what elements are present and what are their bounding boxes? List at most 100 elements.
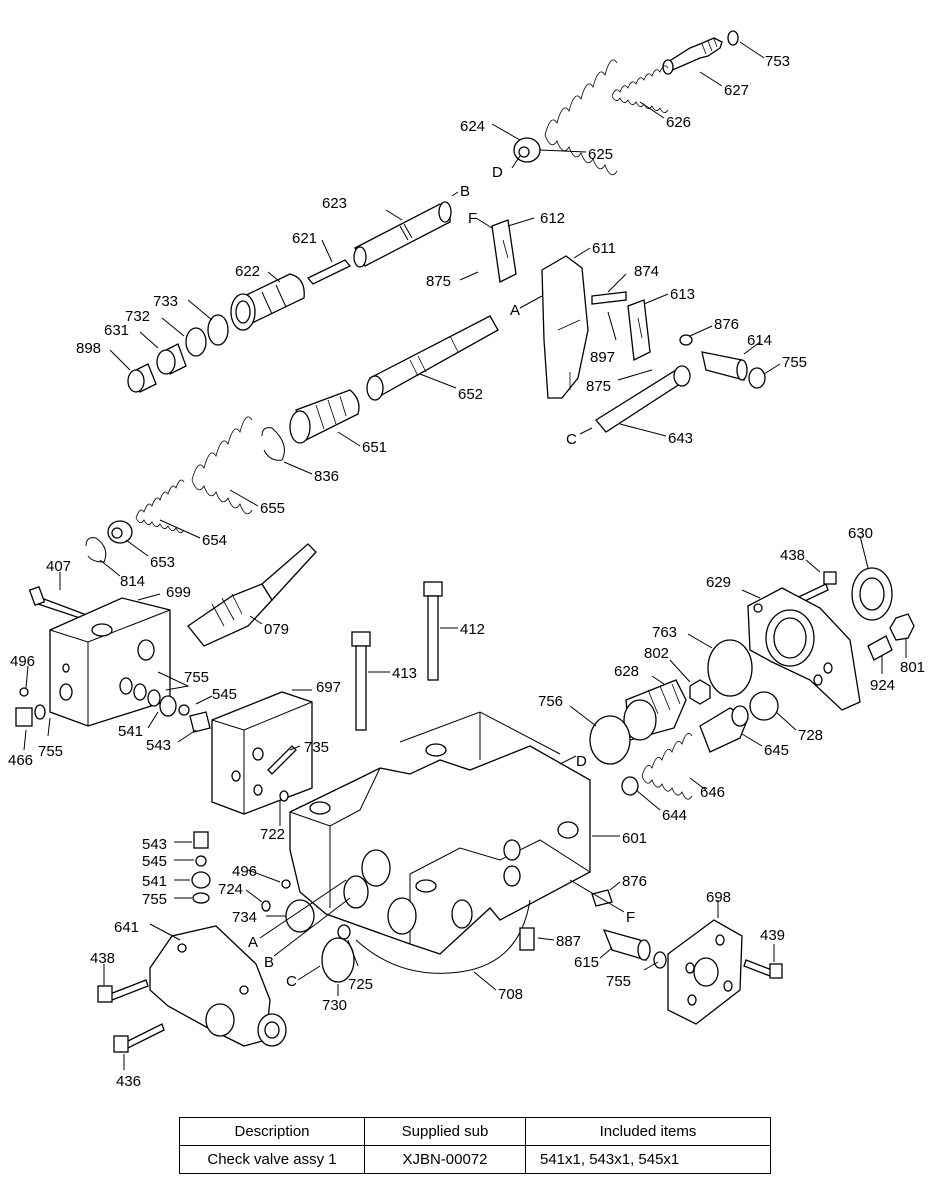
part-label: 622 — [235, 263, 260, 280]
part-label: 641 — [114, 919, 139, 936]
part-label: 621 — [292, 230, 317, 247]
part-label: 626 — [666, 114, 691, 131]
part-label: 801 — [900, 659, 925, 676]
column-header: Supplied sub — [364, 1117, 526, 1146]
lever-link-group — [85, 219, 766, 563]
right-side-group — [589, 567, 915, 1025]
part-label: 732 — [125, 308, 150, 325]
exploded-parts-diagram: 753 627 626 624 625 D 623 B 612 F 611 62… — [8, 30, 925, 1090]
part-label: 436 — [116, 1073, 141, 1090]
part-label: 438 — [780, 547, 805, 564]
part-label: 614 — [747, 332, 772, 349]
part-label: 734 — [232, 909, 257, 926]
part-label: 698 — [706, 889, 731, 906]
part-label: 735 — [304, 739, 329, 756]
part-label: 646 — [700, 784, 725, 801]
part-label: 466 — [8, 752, 33, 769]
part-label: 875 — [586, 378, 611, 395]
part-label: 627 — [724, 82, 749, 99]
part-label: 730 — [322, 997, 347, 1014]
part-label: 651 — [362, 439, 387, 456]
part-label: 755 — [782, 354, 807, 371]
part-label: 708 — [498, 986, 523, 1003]
part-label: 897 — [590, 349, 615, 366]
table-cell: Check valve assy 1 — [179, 1145, 365, 1174]
part-label: F — [626, 909, 635, 926]
part-label: F — [468, 210, 477, 227]
part-label: 496 — [232, 863, 257, 880]
part-label: 755 — [606, 973, 631, 990]
part-label: 655 — [260, 500, 285, 517]
part-label: C — [286, 973, 297, 990]
table-cell: 541x1, 543x1, 545x1 — [525, 1145, 771, 1174]
part-label: 541 — [142, 873, 167, 890]
part-label: 653 — [150, 554, 175, 571]
part-label: 545 — [212, 686, 237, 703]
part-label: 643 — [668, 430, 693, 447]
part-label: 763 — [652, 624, 677, 641]
part-label: 541 — [118, 723, 143, 740]
part-label: 612 — [540, 210, 565, 227]
part-label: 814 — [120, 573, 145, 590]
part-label: 722 — [260, 826, 285, 843]
part-label: 875 — [426, 273, 451, 290]
part-label: 876 — [714, 316, 739, 333]
part-label: 439 — [760, 927, 785, 944]
part-label: 407 — [46, 558, 71, 575]
part-label: 623 — [322, 195, 347, 212]
part-label: 413 — [392, 665, 417, 682]
part-label: 755 — [184, 669, 209, 686]
part-label: 543 — [142, 836, 167, 853]
part-label: 924 — [870, 677, 895, 694]
part-label: 601 — [622, 830, 647, 847]
part-label: 699 — [166, 584, 191, 601]
supplied-sub-table: Description Supplied sub Included items … — [179, 1117, 771, 1174]
plate-697-group — [211, 581, 443, 815]
part-label: B — [264, 954, 274, 971]
part-label: 652 — [458, 386, 483, 403]
column-header: Description — [179, 1117, 365, 1146]
table-row: Check valve assy 1 XJBN-00072 541x1, 543… — [179, 1145, 771, 1174]
part-label: 724 — [218, 881, 243, 898]
part-label: 755 — [142, 891, 167, 908]
left-block-group — [15, 543, 317, 733]
part-label: D — [576, 753, 587, 770]
part-label: 898 — [76, 340, 101, 357]
part-label: 756 — [538, 693, 563, 710]
part-label: 836 — [314, 468, 339, 485]
part-label: C — [566, 431, 577, 448]
leader-lines — [23, 41, 907, 1070]
part-label: 725 — [348, 976, 373, 993]
part-label: 611 — [592, 240, 616, 257]
part-labels: 753 627 626 624 625 D 623 B 612 F 611 62… — [8, 53, 925, 1090]
part-label: D — [492, 164, 503, 181]
part-label: 079 — [264, 621, 289, 638]
table-cell: XJBN-00072 — [364, 1145, 526, 1174]
part-label: 613 — [670, 286, 695, 303]
part-label: 728 — [798, 727, 823, 744]
part-label: 654 — [202, 532, 227, 549]
part-label: 625 — [588, 146, 613, 163]
part-label: 644 — [662, 807, 687, 824]
part-label: 629 — [706, 574, 731, 591]
part-label: 887 — [556, 933, 581, 950]
lower-left-group — [97, 831, 355, 1053]
main-body-601 — [281, 711, 591, 974]
part-label: 753 — [765, 53, 790, 70]
part-label: 412 — [460, 621, 485, 638]
part-label: 624 — [460, 118, 485, 135]
part-label: 874 — [634, 263, 659, 280]
part-label: 438 — [90, 950, 115, 967]
part-label: 876 — [622, 873, 647, 890]
part-label: 733 — [153, 293, 178, 310]
part-label: 645 — [764, 742, 789, 759]
part-label: 631 — [104, 322, 129, 339]
part-label: 545 — [142, 853, 167, 870]
part-label: A — [510, 302, 520, 319]
part-label: 628 — [614, 663, 639, 680]
part-label: 543 — [146, 737, 171, 754]
part-label: 615 — [574, 954, 599, 971]
part-label: 496 — [10, 653, 35, 670]
part-label: 630 — [848, 525, 873, 542]
spool-upper-group — [127, 30, 739, 393]
